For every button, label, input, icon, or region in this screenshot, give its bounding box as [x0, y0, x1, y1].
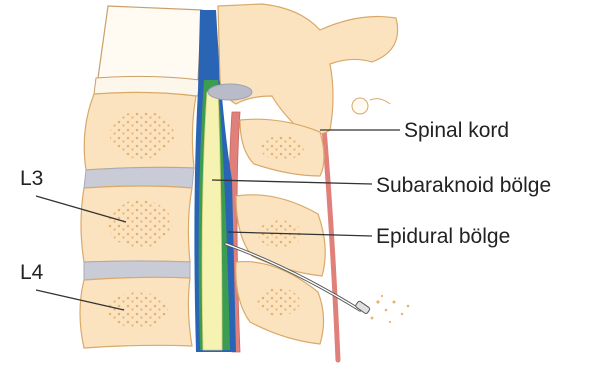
spinal-cord-column [202, 92, 222, 350]
bone-texture [108, 200, 172, 248]
bone-texture [256, 288, 300, 316]
label-spinal-cord: Spinal kord [404, 120, 509, 141]
label-subarachnoid-space: Subaraknoid bölge [376, 175, 551, 196]
bone-texture [110, 111, 174, 159]
needle-hub [355, 301, 370, 315]
ligament-cap [208, 84, 252, 100]
label-l3: L3 [20, 168, 43, 189]
label-epidural-space: Epidural bölge [376, 226, 510, 247]
supraspinous-ligament [322, 104, 338, 360]
lamina-upper [218, 4, 398, 134]
bone-texture [260, 136, 304, 160]
nodule [352, 98, 368, 114]
disc-l2-l3 [84, 167, 194, 188]
label-l4: L4 [20, 262, 43, 283]
bone-texture [108, 292, 168, 328]
skin-speckles [371, 295, 410, 323]
upper-vertebral-body [98, 6, 202, 80]
nodule-tail [370, 99, 390, 104]
